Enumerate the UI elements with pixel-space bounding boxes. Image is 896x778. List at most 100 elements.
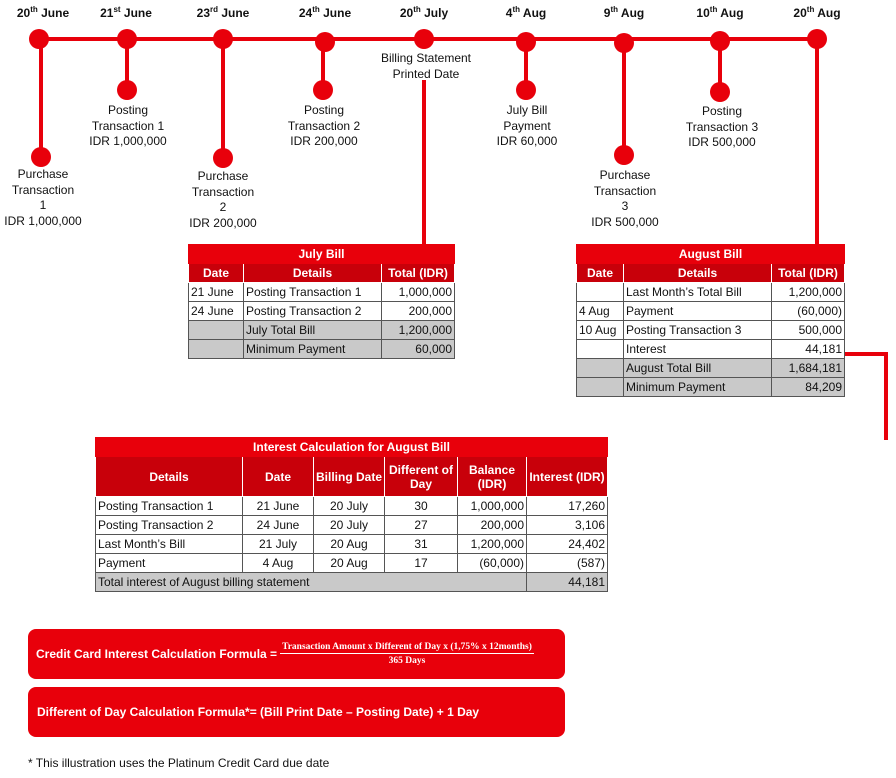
cell: 4 Aug xyxy=(576,301,624,321)
interest-formula-fraction: Transaction Amount x Different of Day x … xyxy=(280,642,534,666)
cell xyxy=(576,282,624,302)
cell: July Total Bill xyxy=(243,320,382,340)
cell: 20 July xyxy=(312,496,386,516)
table-row: Posting Transaction 2 24 June 20 July 27… xyxy=(95,515,608,535)
col-header: Total (IDR) xyxy=(771,263,845,283)
date-label: 20th July xyxy=(399,5,449,21)
date-label: 10th Aug xyxy=(696,5,744,21)
cell: 30 xyxy=(384,496,459,516)
cell: 1,200,000 xyxy=(381,320,455,340)
table-row: 24 June Posting Transaction 2 200,000 xyxy=(188,301,455,321)
cell: August Total Bill xyxy=(623,358,772,378)
cell: 500,000 xyxy=(771,320,845,340)
dot-posting3 xyxy=(710,82,730,102)
cell: 31 xyxy=(384,534,459,554)
cell xyxy=(576,377,624,397)
cell xyxy=(576,339,624,359)
footnote: * This illustration uses the Platinum Cr… xyxy=(28,756,330,770)
cell: 20 Aug xyxy=(312,553,386,573)
table-row: 21 June Posting Transaction 1 1,000,000 xyxy=(188,282,455,302)
cell: 84,209 xyxy=(771,377,845,397)
date-label: 24th June xyxy=(298,5,352,21)
cell: Posting Transaction 2 xyxy=(95,515,243,535)
col-header: Date xyxy=(188,263,244,283)
cell: Posting Transaction 2 xyxy=(243,301,382,321)
cell: 1,000,000 xyxy=(381,282,455,302)
interest-calc-table: Interest Calculation for August Bill Det… xyxy=(94,437,608,592)
cell: Posting Transaction 1 xyxy=(243,282,382,302)
table-row: Minimum Payment 60,000 xyxy=(188,339,455,359)
dot-posting1 xyxy=(117,80,137,100)
col-header: Different of Day xyxy=(384,456,459,497)
connector-interest xyxy=(845,352,888,440)
interest-formula-label: Credit Card Interest Calculation Formula… xyxy=(36,647,278,661)
total-row: Total interest of August billing stateme… xyxy=(94,572,608,592)
cell: 1,000,000 xyxy=(457,496,528,516)
dot-posting2 xyxy=(313,80,333,100)
cell: 1,684,181 xyxy=(771,358,845,378)
august-bill-table: August Bill Date Details Total (IDR) Las… xyxy=(576,244,845,397)
dot-21-june xyxy=(117,29,137,49)
col-header: Details xyxy=(243,263,382,283)
cell xyxy=(576,358,624,378)
dot-24-june xyxy=(315,32,335,52)
cell: 27 xyxy=(384,515,459,535)
cell: 21 June xyxy=(188,282,244,302)
dot-9-aug xyxy=(614,33,634,53)
cell: 1,200,000 xyxy=(771,282,845,302)
table-row: Payment 4 Aug 20 Aug 17 (60,000) (587) xyxy=(95,553,608,573)
cell: Payment xyxy=(623,301,772,321)
col-header: Billing Date xyxy=(312,456,386,497)
cell: Payment xyxy=(95,553,243,573)
cell: 24 June xyxy=(242,515,314,535)
cell: 4 Aug xyxy=(242,553,314,573)
july-bill-title: July Bill xyxy=(188,244,455,264)
date-label: 23rd June xyxy=(196,5,250,21)
date-label: 20th Aug xyxy=(793,5,841,21)
day-formula-box: Different of Day Calculation Formula*= (… xyxy=(28,687,565,737)
cell: (60,000) xyxy=(457,553,528,573)
cell: Interest xyxy=(623,339,772,359)
table-row: Last Month’s Bill 21 July 20 Aug 31 1,20… xyxy=(95,534,608,554)
cell: 1,200,000 xyxy=(457,534,528,554)
cell: Last Month’s Bill xyxy=(95,534,243,554)
cell: Last Month’s Total Bill xyxy=(623,282,772,302)
col-header: Date xyxy=(242,456,314,497)
july-bill-table: July Bill Date Details Total (IDR) 21 Ju… xyxy=(188,244,455,359)
cell: 3,106 xyxy=(526,515,608,535)
cell: 21 July xyxy=(242,534,314,554)
cell: Posting Transaction 3 xyxy=(623,320,772,340)
cell: Minimum Payment xyxy=(243,339,382,359)
col-header: Balance (IDR) xyxy=(457,456,528,497)
dot-20-july xyxy=(414,29,434,49)
interest-calc-title: Interest Calculation for August Bill xyxy=(95,437,608,457)
col-header: Date xyxy=(576,263,624,283)
table-row: July Total Bill 1,200,000 xyxy=(188,320,455,340)
dot-purchase1 xyxy=(31,147,51,167)
august-bill-title: August Bill xyxy=(576,244,845,264)
cell: 21 June xyxy=(242,496,314,516)
cell xyxy=(188,339,244,359)
cell: 200,000 xyxy=(381,301,455,321)
timeline xyxy=(29,29,888,440)
table-row: Interest 44,181 xyxy=(576,339,845,359)
cell: Posting Transaction 1 xyxy=(95,496,243,516)
interest-formula-box: Credit Card Interest Calculation Formula… xyxy=(28,629,565,679)
col-header: Interest (IDR) xyxy=(526,456,608,497)
table-row: 4 Aug Payment (60,000) xyxy=(576,301,845,321)
table-row: August Total Bill 1,684,181 xyxy=(576,358,845,378)
date-label: 9th Aug xyxy=(603,5,645,21)
cell: 60,000 xyxy=(381,339,455,359)
cell: 24,402 xyxy=(526,534,608,554)
formula-denominator: 365 Days xyxy=(388,656,426,666)
cell: 17,260 xyxy=(526,496,608,516)
cell xyxy=(188,320,244,340)
cell: 17 xyxy=(384,553,459,573)
